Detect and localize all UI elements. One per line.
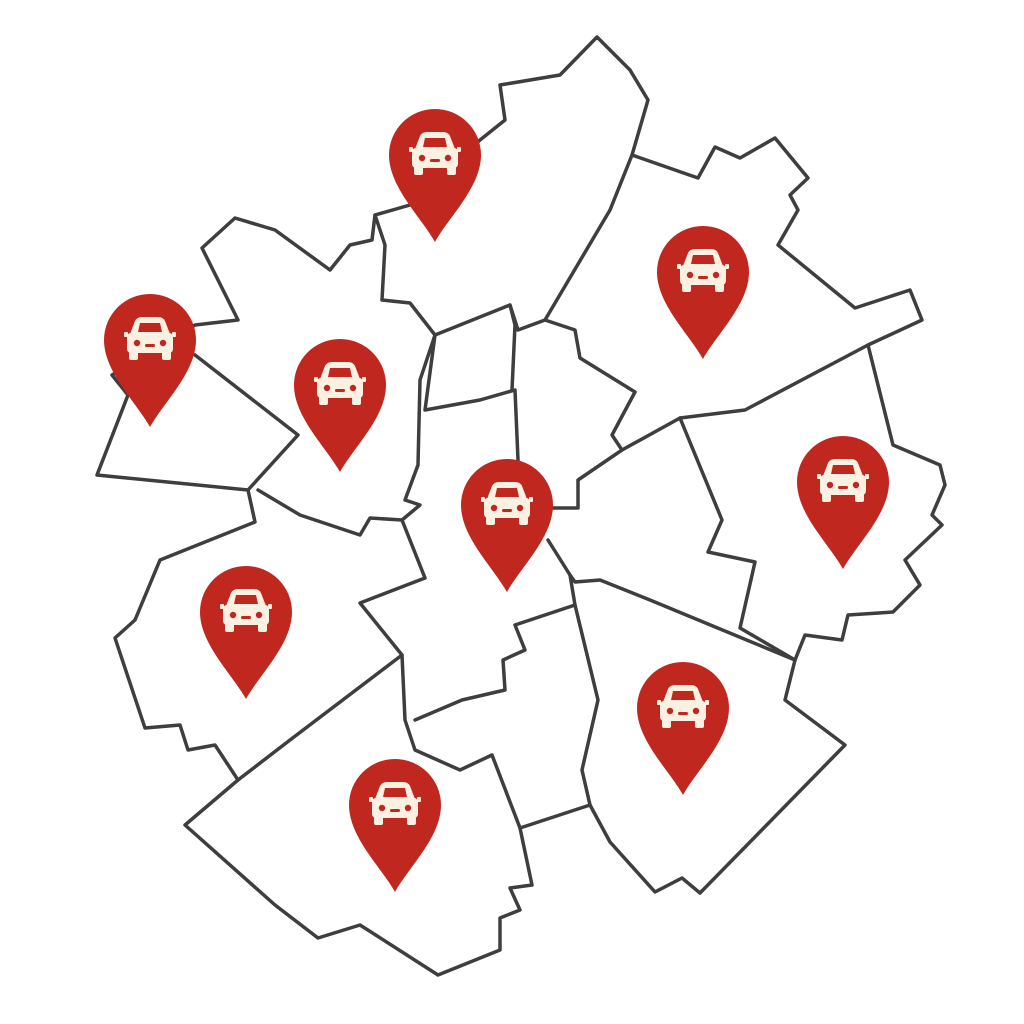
district-border — [550, 448, 624, 510]
car-location-pin[interactable] — [389, 109, 481, 242]
car-location-pin[interactable] — [797, 436, 889, 569]
district-border — [358, 518, 522, 830]
map-pin-icon — [294, 339, 386, 472]
car-location-pin[interactable] — [294, 339, 386, 472]
district-border — [508, 303, 517, 392]
map-pin-icon — [637, 662, 729, 795]
district-border — [543, 318, 870, 452]
district-border — [236, 653, 404, 782]
car-location-pin[interactable] — [200, 566, 292, 699]
map-pin-icon — [349, 759, 441, 892]
car-markers — [104, 109, 889, 892]
car-location-pin[interactable] — [461, 459, 553, 592]
car-location-pin[interactable] — [657, 226, 749, 359]
map-pin-icon — [797, 436, 889, 569]
map-pin-icon — [104, 294, 196, 427]
map-pin-icon — [657, 226, 749, 359]
car-location-pin[interactable] — [104, 294, 196, 427]
district-border — [573, 603, 600, 807]
district-border — [193, 353, 300, 492]
car-location-pin[interactable] — [637, 662, 729, 795]
map-pin-icon — [200, 566, 292, 699]
district-border — [256, 333, 437, 537]
district-border — [413, 538, 577, 722]
district-border — [423, 333, 520, 462]
district-border — [678, 416, 797, 662]
district-borders — [193, 153, 870, 830]
map-pin-icon — [389, 109, 481, 242]
district-border — [373, 153, 634, 337]
car-location-pin[interactable] — [349, 759, 441, 892]
map-pin-icon — [461, 459, 553, 592]
district-border — [568, 573, 797, 662]
